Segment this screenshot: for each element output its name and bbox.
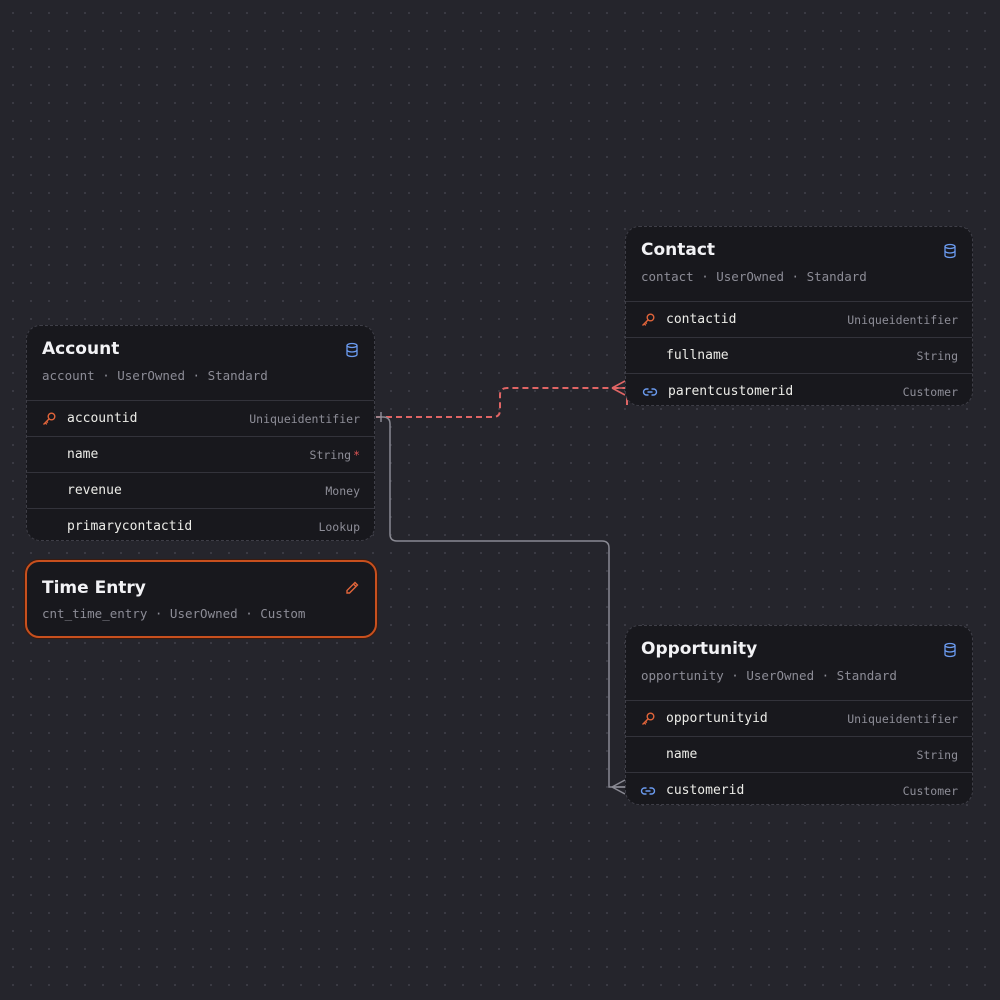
table-header[interactable]: Account account · UserOwned · Standard	[27, 326, 374, 401]
table-subtitle: contact · UserOwned · Standard	[641, 269, 867, 284]
field-row-contactid[interactable]: contactid Uniqueidentifier	[626, 302, 972, 338]
table-subtitle: opportunity · UserOwned · Standard	[641, 668, 897, 683]
field-type: Uniqueidentifier	[847, 313, 958, 327]
table-header[interactable]: Contact contact · UserOwned · Standard	[626, 227, 972, 302]
field-row-parentcustomerid[interactable]: parentcustomerid Customer	[626, 374, 972, 405]
field-name: name	[67, 447, 99, 462]
table-card-time-entry[interactable]: Time Entry cnt_time_entry · UserOwned · …	[25, 560, 377, 638]
field-name: name	[666, 747, 698, 762]
field-name: parentcustomerid	[668, 384, 794, 399]
link-icon	[640, 787, 656, 795]
table-title: Opportunity	[641, 639, 758, 659]
field-type: Customer	[902, 784, 958, 798]
table-title: Account	[42, 339, 120, 359]
field-type: Lookup	[318, 520, 360, 534]
field-type: Uniqueidentifier	[847, 712, 958, 726]
field-type: Money	[325, 484, 360, 498]
table-title: Contact	[641, 240, 716, 260]
field-type: Uniqueidentifier	[249, 412, 360, 426]
table-subtitle: account · UserOwned · Standard	[42, 368, 268, 383]
key-icon	[642, 712, 655, 725]
field-name: opportunityid	[666, 711, 768, 726]
table-card-account[interactable]: Account account · UserOwned · Standard a…	[26, 325, 375, 541]
field-name: customerid	[666, 783, 745, 798]
pencil-icon[interactable]	[344, 580, 360, 596]
field-type: String*	[310, 448, 360, 462]
field-row-opportunityid[interactable]: opportunityid Uniqueidentifier	[626, 701, 972, 737]
field-row-name[interactable]: name String*	[27, 437, 374, 473]
field-row-customerid[interactable]: customerid Customer	[626, 773, 972, 804]
field-name: fullname	[666, 348, 729, 363]
field-type: Customer	[902, 385, 958, 399]
field-name: revenue	[67, 483, 122, 498]
database-icon	[944, 243, 956, 259]
field-name: contactid	[666, 312, 737, 327]
table-subtitle: cnt_time_entry · UserOwned · Custom	[42, 606, 306, 621]
table-card-opportunity[interactable]: Opportunity opportunity · UserOwned · St…	[625, 625, 973, 805]
field-row-name[interactable]: name String	[626, 737, 972, 773]
table-card-contact[interactable]: Contact contact · UserOwned · Standard c…	[625, 226, 973, 406]
field-type: String	[916, 748, 958, 762]
field-type-label: String	[309, 448, 352, 462]
database-icon	[346, 342, 358, 358]
crowfoot-marker-contact	[611, 380, 626, 396]
table-title: Time Entry	[42, 578, 146, 598]
field-row-revenue[interactable]: revenue Money	[27, 473, 374, 509]
field-row-accountid[interactable]: accountid Uniqueidentifier	[27, 401, 374, 437]
field-row-fullname[interactable]: fullname String	[626, 338, 972, 374]
key-icon	[43, 412, 56, 425]
field-name: primarycontactid	[67, 519, 193, 534]
required-marker: *	[353, 448, 360, 462]
field-type: String	[916, 349, 958, 363]
edge-account-contact[interactable]	[376, 387, 625, 418]
edge-account-opportunity[interactable]	[376, 416, 625, 788]
crowfoot-marker-opportunity	[611, 779, 626, 795]
key-icon	[642, 313, 655, 326]
link-icon	[642, 388, 658, 396]
table-header[interactable]: Opportunity opportunity · UserOwned · St…	[626, 626, 972, 701]
field-row-primarycontactid[interactable]: primarycontactid Lookup	[27, 509, 374, 540]
database-icon	[944, 642, 956, 658]
field-name: accountid	[67, 411, 138, 426]
